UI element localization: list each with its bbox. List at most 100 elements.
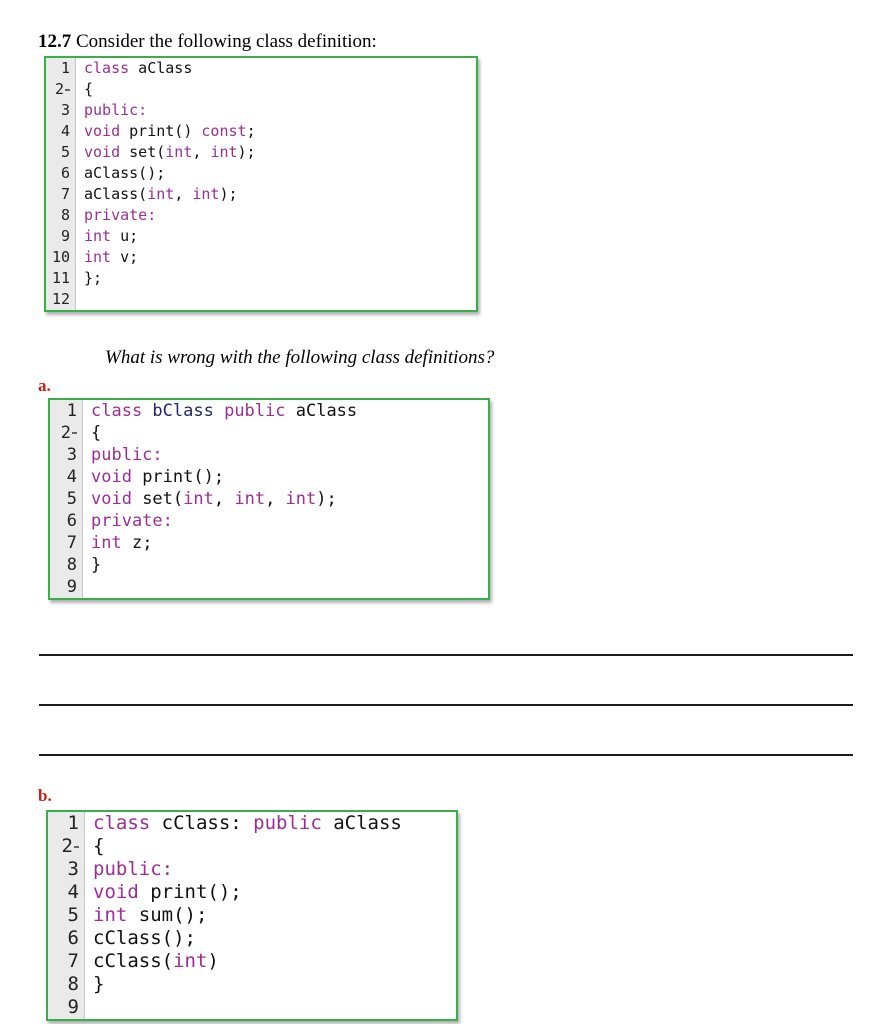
code-line: 2{: [48, 835, 456, 858]
line-number: 5: [48, 904, 85, 927]
question-text: What is wrong with the following class d…: [105, 347, 495, 368]
code-text: void print() const;: [84, 122, 256, 140]
code-text: aClass();: [84, 164, 166, 182]
line-number: 1: [50, 400, 83, 422]
code-text: int u;: [84, 227, 139, 245]
code-block-aclass: 1 class aClass 2 {3 public: 4 void print() con…: [44, 56, 478, 312]
code-line: 5 int sum();: [48, 904, 456, 927]
line-number: 4: [50, 466, 83, 488]
line-number: 9: [46, 226, 76, 247]
code-text: class aClass: [84, 59, 193, 77]
code-text: private:: [84, 206, 157, 224]
code-line: 5 void set(int, int, int);: [50, 488, 488, 510]
line-number: 8: [48, 973, 85, 996]
line-number: 4: [48, 881, 85, 904]
code-text: {: [93, 835, 105, 857]
code-text: class bClass public aClass: [91, 401, 358, 421]
code-line: 8 private:: [46, 205, 476, 226]
line-number: 1: [46, 58, 76, 79]
code-line: 11};: [46, 268, 476, 289]
code-text: int z;: [91, 533, 153, 553]
code-line: 3 public:: [48, 858, 456, 881]
fold-marker-icon: [74, 845, 79, 848]
line-number: 7: [48, 950, 85, 973]
code-text: class cClass: public aClass: [93, 812, 402, 834]
code-text: {: [91, 423, 102, 443]
fold-marker-icon: [72, 432, 77, 434]
line-number: 5: [46, 142, 76, 163]
answer-line: [39, 606, 853, 656]
code-text: void set(int, int);: [84, 143, 256, 161]
code-line: 6 private:: [50, 510, 488, 532]
code-line: 3 public:: [46, 100, 476, 121]
code-line: 4 void print() const;: [46, 121, 476, 142]
code-line: 9: [50, 576, 488, 598]
line-number: 4: [46, 121, 76, 142]
code-line: 9 int u;: [46, 226, 476, 247]
code-line: 1 class aClass: [46, 58, 476, 79]
line-number: 12: [46, 289, 76, 310]
line-number: 9: [48, 996, 85, 1019]
line-number: 3: [50, 444, 83, 466]
code-text: void set(int, int, int);: [91, 489, 337, 509]
line-number: 6: [48, 927, 85, 950]
code-line: 10 int v;: [46, 247, 476, 268]
line-number: 11: [46, 268, 76, 289]
fold-marker-icon: [65, 88, 70, 91]
line-number: 3: [46, 100, 76, 121]
code-text: };: [84, 269, 103, 287]
code-text: void print();: [93, 881, 242, 903]
exercise-title-text: Consider the following class definition:: [76, 31, 377, 52]
exercise-title: 12.7 Consider the following class defini…: [38, 30, 895, 53]
code-line: 8}: [50, 554, 488, 576]
code-text: cClass(int): [93, 950, 219, 972]
code-text: cClass();: [93, 927, 196, 949]
code-line: 6 cClass();: [48, 927, 456, 950]
line-number: 8: [46, 205, 76, 226]
code-text: [83, 576, 488, 598]
code-text: void print();: [91, 467, 225, 487]
code-text: public:: [84, 101, 148, 119]
code-line: 8}: [48, 973, 456, 996]
code-text: }: [91, 555, 102, 575]
part-b-label: b.: [38, 786, 52, 805]
answer-line: [39, 706, 853, 756]
code-text: int v;: [84, 248, 139, 266]
line-number: 2: [46, 79, 76, 100]
code-line: 1 class cClass: public aClass: [48, 812, 456, 835]
line-number: 7: [50, 532, 83, 554]
line-number: 9: [50, 576, 83, 598]
line-number: 7: [46, 184, 76, 205]
code-text: aClass(int, int);: [84, 185, 238, 203]
line-number: 1: [48, 812, 85, 835]
line-number: 2: [50, 422, 83, 444]
code-line: 9: [48, 996, 456, 1019]
line-number: 2: [48, 835, 85, 858]
code-line: 4 void print();: [48, 881, 456, 904]
code-line: 3 public:: [50, 444, 488, 466]
code-line: 4 void print();: [50, 466, 488, 488]
line-number: 5: [50, 488, 83, 510]
answer-line: [39, 656, 853, 706]
code-text: int sum();: [93, 904, 208, 926]
code-text: public:: [93, 858, 174, 880]
code-text: private:: [91, 511, 173, 531]
code-line: 1 class bClass public aClass: [50, 400, 488, 422]
code-line: 5 void set(int, int);: [46, 142, 476, 163]
line-number: 3: [48, 858, 85, 881]
line-number: 10: [46, 247, 76, 268]
line-number: 6: [50, 510, 83, 532]
code-line: 2{: [50, 422, 488, 444]
code-text: [76, 289, 476, 310]
code-text: public:: [91, 445, 163, 465]
code-line: 7 aClass(int, int);: [46, 184, 476, 205]
code-text: [85, 996, 456, 1019]
code-line: 12: [46, 289, 476, 310]
exercise-number: 12.7: [38, 31, 72, 52]
line-number: 6: [46, 163, 76, 184]
line-number: 8: [50, 554, 83, 576]
code-text: {: [84, 80, 94, 98]
